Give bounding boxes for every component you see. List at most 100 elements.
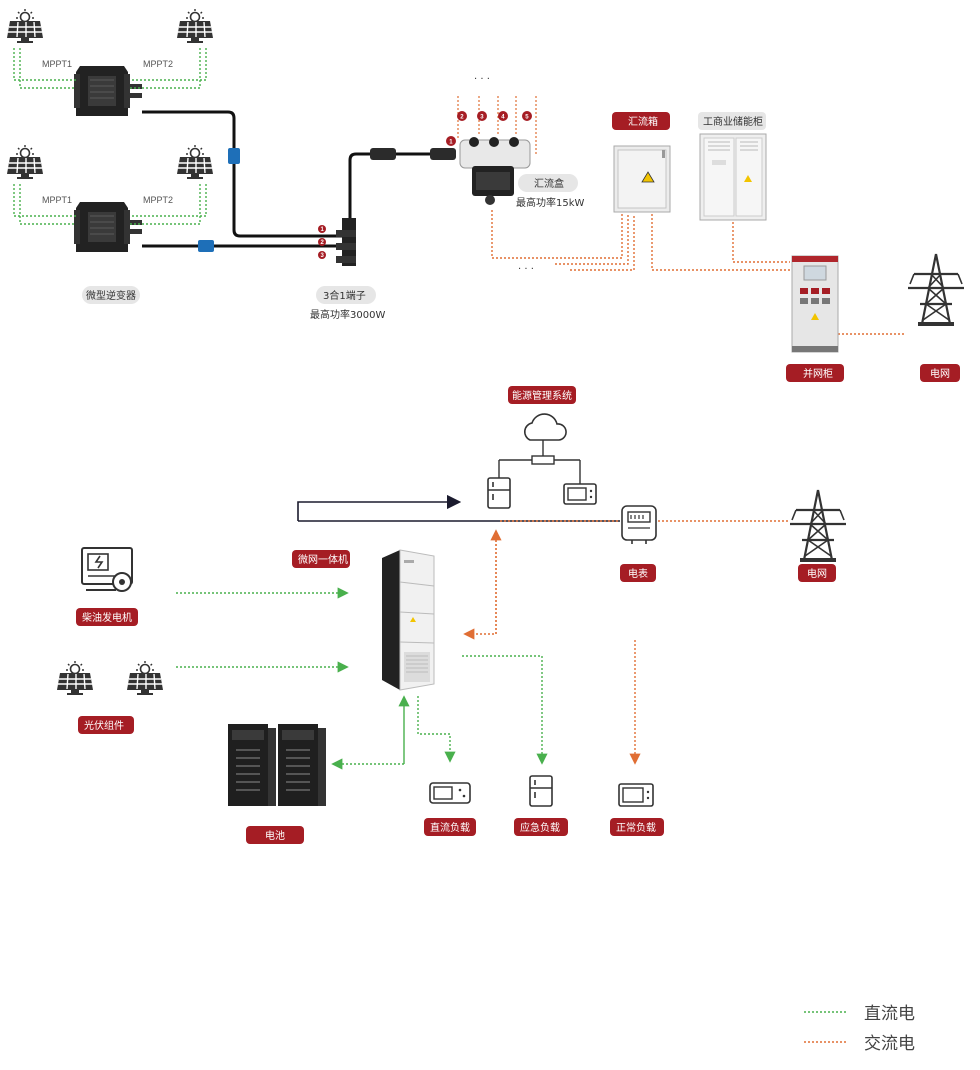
storage-cabinet-icon xyxy=(699,133,767,221)
normal-load-icon xyxy=(618,783,654,807)
ac-line xyxy=(555,214,629,265)
ac-cable xyxy=(348,152,450,218)
ac-line xyxy=(570,214,635,271)
normal-load-tag xyxy=(610,818,664,836)
diesel-label: 柴油发电机 xyxy=(82,611,132,624)
tri-connector-ports: 1 2 3 xyxy=(318,225,326,259)
grid-tag xyxy=(920,364,960,382)
battery-label: 电池 xyxy=(265,829,285,842)
port-number: 1 xyxy=(321,227,325,233)
storage-cabinet-label: 工商业储能柜 xyxy=(703,115,763,128)
ac-cable xyxy=(142,110,344,238)
meter-tag xyxy=(620,564,656,582)
combiner-box-icon xyxy=(459,137,531,205)
solar-panel-icon xyxy=(56,660,94,696)
dc-arrow xyxy=(331,700,405,770)
ellipsis: · · · xyxy=(518,264,534,275)
dc-arrow xyxy=(462,655,548,765)
grid-tag xyxy=(798,564,836,582)
dc-load-label: 直流负载 xyxy=(430,821,470,834)
tri-connector-tag xyxy=(316,286,376,304)
dc-load-tag xyxy=(424,818,476,836)
solar-panel-icon xyxy=(6,8,44,44)
dc-line xyxy=(130,184,207,225)
grid-label: 电网 xyxy=(807,567,827,580)
microgrid-label: 微网一体机 xyxy=(298,553,348,566)
emergency-load-label: 应急负载 xyxy=(520,821,560,834)
power-tower-icon xyxy=(906,252,966,328)
ellipsis: · · · xyxy=(474,74,490,85)
legend: 直流电 交流电 xyxy=(804,1004,915,1054)
combiner-box-tag xyxy=(518,174,578,192)
cable-connector xyxy=(198,240,214,252)
micro-inverter-label: 微型逆变器 xyxy=(86,289,136,302)
pv-label: 光伏组件 xyxy=(84,719,124,732)
pv-tag xyxy=(78,716,134,734)
microwave-icon xyxy=(563,483,597,505)
battery-tag xyxy=(246,826,304,844)
grid-label: 电网 xyxy=(930,367,950,380)
grid-cabinet-label: 并网柜 xyxy=(803,367,833,380)
mppt1-label: MPPT1 xyxy=(42,59,72,69)
dc-line xyxy=(13,48,76,89)
microgrid-tag xyxy=(292,550,350,568)
emergency-load-tag xyxy=(514,818,568,836)
svg-text:1: 1 xyxy=(449,140,453,146)
solar-panel-icon xyxy=(6,144,44,180)
tri-connector-label: 3合1端子 xyxy=(323,289,366,302)
dc-line xyxy=(13,184,76,225)
cable-connector xyxy=(370,148,396,160)
storage-cabinet-tag xyxy=(698,112,766,130)
combiner-box-label: 汇流盒 xyxy=(534,177,564,190)
port-number: 3 xyxy=(321,253,325,259)
meter-label: 电表 xyxy=(628,567,648,580)
grid-cabinet-icon xyxy=(791,255,839,353)
ac-line xyxy=(651,214,790,271)
mppt2-label: MPPT2 xyxy=(143,195,173,205)
mppt2-label: MPPT2 xyxy=(143,59,173,69)
meter-icon xyxy=(621,505,657,544)
ems-label: 能源管理系统 xyxy=(512,389,572,402)
cable-connector xyxy=(430,148,456,160)
diesel-tag xyxy=(76,608,138,626)
solar-panel-icon xyxy=(176,8,214,44)
micro-inverter-tag xyxy=(82,286,140,304)
legend-dc-label: 直流电 xyxy=(864,1004,915,1024)
ac-arrow xyxy=(463,532,497,640)
control-arrow xyxy=(297,494,462,521)
diesel-generator-icon xyxy=(81,547,133,592)
tri-connector-icon xyxy=(336,218,356,266)
combiner-ports: 1 2 3 4 5 xyxy=(446,111,532,146)
power-tower-icon xyxy=(788,488,848,564)
battery-icon xyxy=(228,724,326,806)
grid-cabinet-tag xyxy=(786,364,844,382)
legend-ac-label: 交流电 xyxy=(864,1034,915,1054)
combiner-cabinet-icon xyxy=(613,145,671,213)
cloud-icon xyxy=(498,413,581,484)
ac-line xyxy=(732,222,790,263)
microgrid-cabinet-icon xyxy=(382,549,435,691)
cable-connector xyxy=(228,148,240,164)
combiner-cabinet-label: 汇流箱 xyxy=(628,115,658,128)
combiner-box-power: 最高功率15kW xyxy=(516,196,585,209)
normal-load-label: 正常负载 xyxy=(616,821,656,834)
svg-text:3: 3 xyxy=(480,115,484,121)
emergency-load-icon xyxy=(529,775,553,807)
dc-load-icon xyxy=(429,782,471,804)
ac-line xyxy=(491,210,623,259)
solar-panel-icon xyxy=(126,660,164,696)
port-number: 2 xyxy=(321,240,325,246)
svg-text:2: 2 xyxy=(460,115,464,121)
fridge-icon xyxy=(487,477,511,509)
ems-tag xyxy=(508,386,576,404)
micro-inverter-icon xyxy=(73,65,143,117)
tri-connector-power: 最高功率3000W xyxy=(310,308,385,321)
dc-line xyxy=(130,48,207,89)
svg-text:4: 4 xyxy=(501,115,505,121)
svg-text:5: 5 xyxy=(525,115,529,121)
combiner-cabinet-tag xyxy=(612,112,670,130)
dc-arrow xyxy=(417,696,456,763)
solar-panel-icon xyxy=(176,144,214,180)
micro-inverter-icon xyxy=(73,201,143,253)
